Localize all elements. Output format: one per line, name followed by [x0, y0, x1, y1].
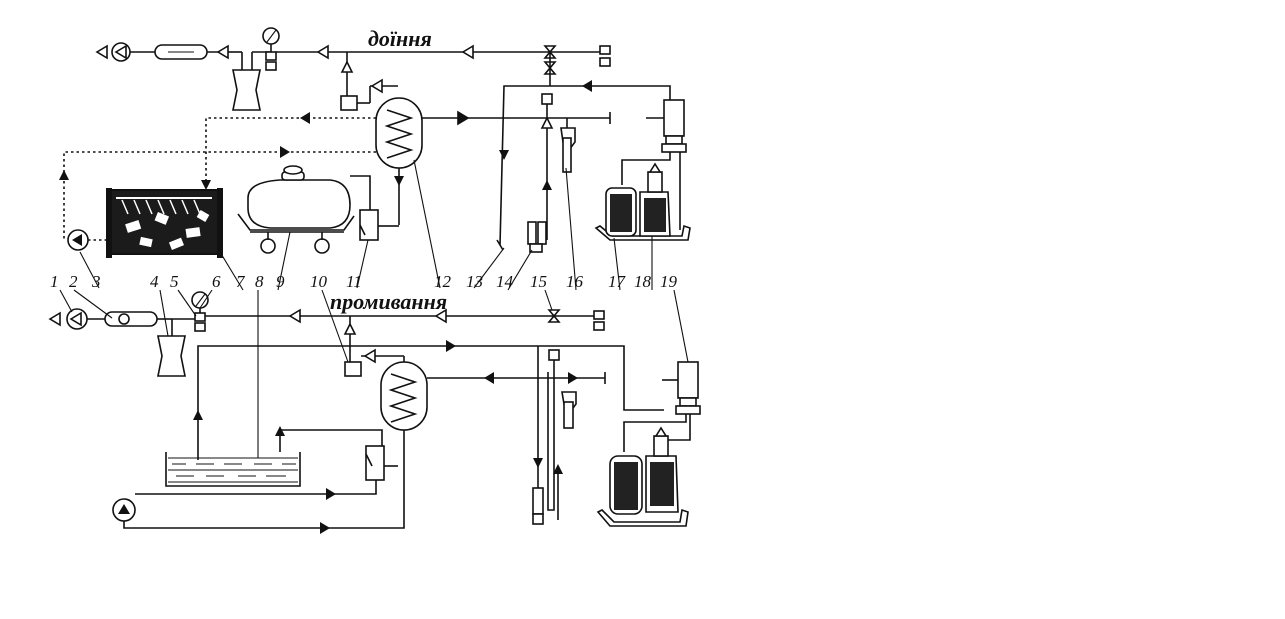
- milk-pump-top: [350, 175, 399, 241]
- milk-filter-bottom: [662, 361, 701, 415]
- vacuum-regulator-top: [232, 69, 261, 111]
- callout-13: 13: [466, 272, 483, 291]
- milk-cooler-tank-bottom: [380, 361, 428, 431]
- milk-filter-top: [646, 99, 687, 153]
- callout-7: 7: [236, 272, 246, 291]
- milk-meter-top: [527, 221, 547, 253]
- callout-18: 18: [634, 272, 652, 291]
- callout-numbers: 1 2 3 4 5 6 7 8 9 10 11 12 13 14 15 16 1…: [50, 272, 678, 291]
- milking-claw-bottom: [561, 391, 577, 429]
- callout-11: 11: [346, 272, 362, 291]
- callout-9: 9: [276, 272, 285, 291]
- vacuum-pump-top: [95, 42, 131, 62]
- callout-3: 3: [91, 272, 101, 291]
- callout-14: 14: [496, 272, 514, 291]
- washing-scheme: [48, 290, 701, 534]
- callout-leaders: [59, 159, 689, 363]
- milking-scheme: [59, 27, 691, 258]
- milking-claw-top: [560, 118, 576, 173]
- callout-19: 19: [660, 272, 678, 291]
- callout-8: 8: [255, 272, 264, 291]
- callout-2: 2: [69, 272, 78, 291]
- callout-5: 5: [170, 272, 179, 291]
- callout-6: 6: [212, 272, 221, 291]
- wash-bath: [165, 452, 301, 487]
- vacuum-regulator-bottom: [157, 335, 186, 377]
- milk-cans-bottom: [596, 426, 689, 527]
- washing-label: промивання: [330, 289, 447, 314]
- milk-meter-bottom: [532, 487, 544, 525]
- callout-17: 17: [608, 272, 627, 291]
- callout-4: 4: [150, 272, 159, 291]
- callout-16: 16: [566, 272, 584, 291]
- callout-10: 10: [310, 272, 328, 291]
- vacuum-pump-bottom: [48, 308, 88, 330]
- ice-bath: [106, 188, 223, 258]
- milk-cooler-tank-top: [375, 97, 423, 169]
- milk-cans-top: [594, 162, 691, 241]
- milk-transport-tank: [237, 165, 355, 254]
- callout-12: 12: [434, 272, 452, 291]
- callout-15: 15: [530, 272, 547, 291]
- milking-label: доїння: [368, 26, 432, 51]
- wash-pump: [365, 445, 398, 481]
- vacuum-balloon-bottom: [104, 311, 158, 327]
- callout-1: 1: [50, 272, 59, 291]
